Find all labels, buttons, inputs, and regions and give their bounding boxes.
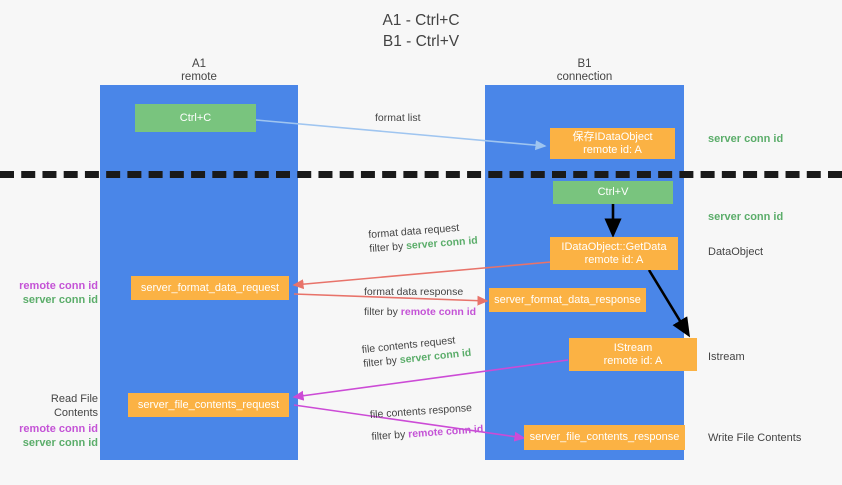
right-label-istream: Istream xyxy=(708,351,745,363)
lane-b1-sub: connection xyxy=(556,71,613,83)
filter-value-2: remote conn id xyxy=(400,306,477,318)
edge-label-format-list: format list xyxy=(375,111,421,125)
box-server-file-contents-request[interactable]: server_file_contents_request xyxy=(128,393,289,417)
box-istream[interactable]: IStream remote id: A xyxy=(569,338,697,371)
left-label-server-conn-id-1: server conn id xyxy=(22,294,98,306)
title-line-1: A1 - Ctrl+C xyxy=(382,12,460,29)
box-ctrl-v-label: Ctrl+V xyxy=(597,186,629,198)
box-getdata-line2: remote id: A xyxy=(584,253,644,266)
lane-a1-name: A1 xyxy=(191,58,207,70)
box-server-file-contents-response[interactable]: server_file_contents_response xyxy=(524,425,685,450)
left-label-remote-conn-id-2: remote conn id xyxy=(19,423,98,435)
lane-header-a1: A1 remote xyxy=(100,58,298,84)
box-getdata-line1: IDataObject::GetData xyxy=(561,240,667,253)
arrow-file-contents-request xyxy=(292,359,569,401)
left-label-group-1: remote conn id server conn id xyxy=(10,279,98,307)
title-line-2: B1 - Ctrl+V xyxy=(382,33,460,50)
lane-b1-name: B1 xyxy=(577,58,592,70)
box-server-format-data-request-label: server_format_data_request xyxy=(140,281,280,294)
box-ctrl-c-label: Ctrl+C xyxy=(179,111,212,124)
arrow-file-contents-response xyxy=(293,404,526,442)
right-label-server-conn-id-top: server conn id xyxy=(708,133,784,145)
box-server-file-contents-request-label: server_file_contents_request xyxy=(137,398,280,411)
right-label-dataobject: DataObject xyxy=(708,246,764,258)
edge-label-format-data-response-filter: filter by remote conn id xyxy=(364,305,476,319)
arrow-format-data-response xyxy=(293,293,489,306)
left-label-read-file-contents: Read File Contents xyxy=(50,393,98,419)
lane-header-b1: B1 connection xyxy=(485,58,684,84)
page-title: A1 - Ctrl+C B1 - Ctrl+V xyxy=(0,10,842,52)
filter-prefix-4: filter by xyxy=(371,428,409,444)
left-label-group-2: Read File Contents remote conn id server… xyxy=(4,392,98,450)
box-ctrl-v[interactable]: Ctrl+V xyxy=(553,181,673,204)
left-label-server-conn-id-2: server conn id xyxy=(22,437,98,449)
box-getdata[interactable]: IDataObject::GetData remote id: A xyxy=(550,237,678,270)
box-server-format-data-response-label: server_format_data_response xyxy=(494,293,641,306)
box-save-idataobject[interactable]: 保存IDataObject remote id: A xyxy=(550,128,675,159)
box-istream-line1: IStream xyxy=(613,341,653,354)
box-save-idataobject-line2: remote id: A xyxy=(583,143,642,156)
right-label-write-file-contents: Write File Contents xyxy=(708,432,802,444)
arrow-format-list xyxy=(255,119,547,151)
right-label-server-conn-id-mid: server conn id xyxy=(708,211,784,223)
edge-label-format-data-response: format data response filter by remote co… xyxy=(364,285,476,319)
filter-prefix-2: filter by xyxy=(364,306,401,318)
box-save-idataobject-line1: 保存IDataObject xyxy=(572,130,653,143)
filter-prefix-1: filter by xyxy=(368,240,407,256)
edge-label-format-data-response-text: format data response xyxy=(364,286,464,298)
left-label-remote-conn-id-1: remote conn id xyxy=(19,280,98,292)
filter-prefix-3: filter by xyxy=(362,354,401,371)
box-server-format-data-request[interactable]: server_format_data_request xyxy=(131,276,289,300)
arrow-format-data-request xyxy=(292,261,552,290)
arrow-getdata-to-istream xyxy=(647,269,691,338)
box-server-file-contents-response-label: server_file_contents_response xyxy=(529,431,680,443)
box-ctrl-c[interactable]: Ctrl+C xyxy=(135,104,256,132)
box-server-format-data-response[interactable]: server_format_data_response xyxy=(489,288,646,312)
lane-a1-sub: remote xyxy=(181,71,217,83)
edge-label-format-list-text: format list xyxy=(375,112,421,124)
box-istream-line2: remote id: A xyxy=(603,354,663,367)
phase-divider xyxy=(0,171,842,178)
